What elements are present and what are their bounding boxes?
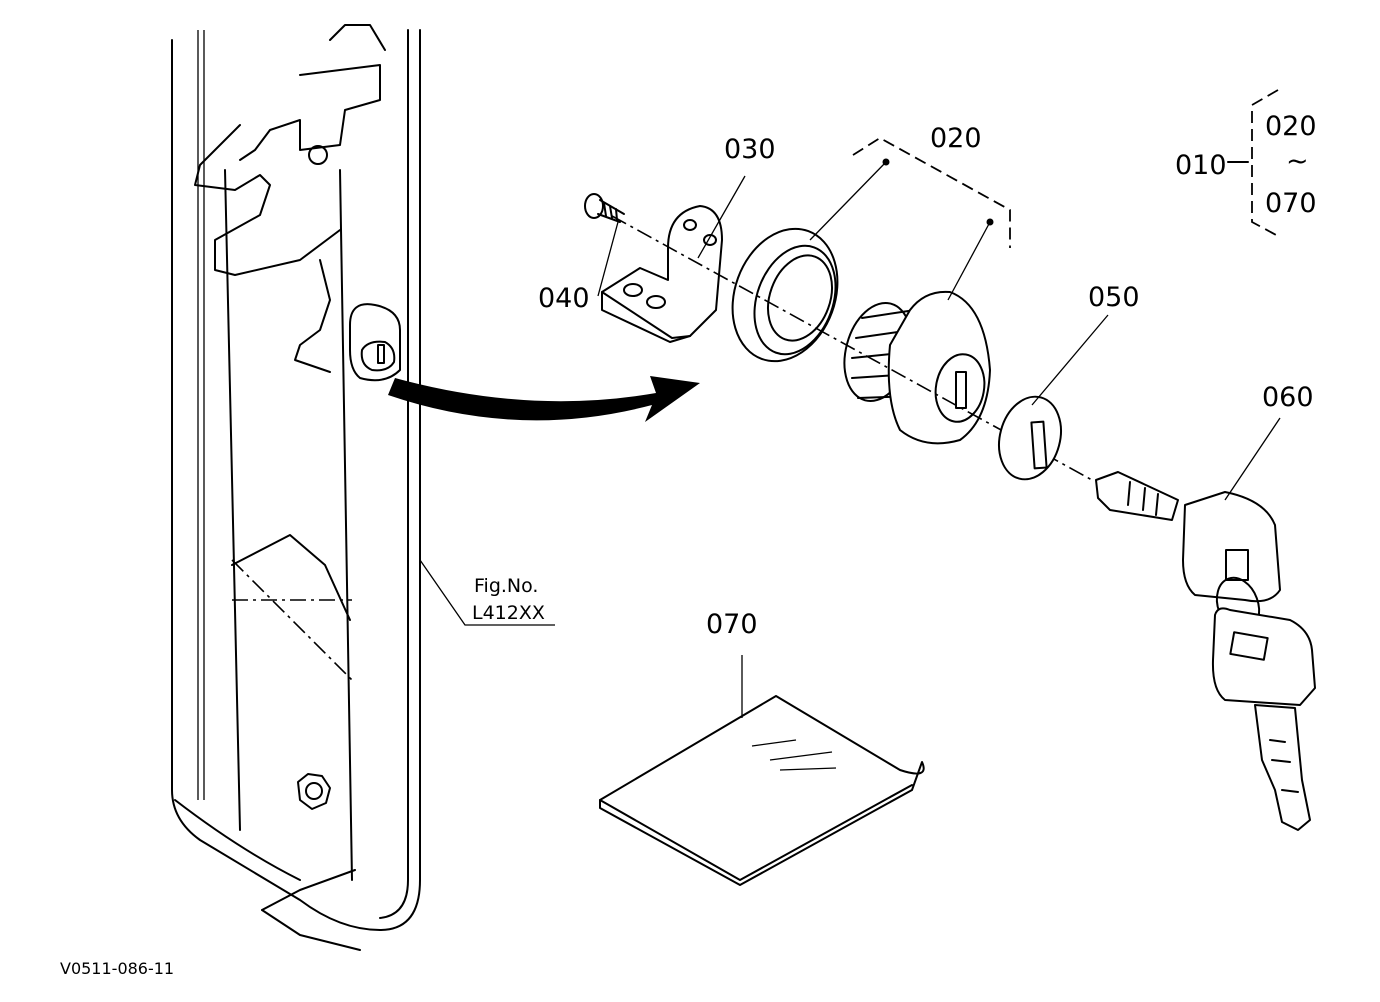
- range-to: 070: [1265, 188, 1317, 219]
- part-050-dust-cap: [998, 395, 1062, 481]
- label-030: 030: [724, 134, 776, 165]
- label-060: 060: [1262, 382, 1314, 413]
- label-040: 040: [538, 283, 590, 314]
- leader-lines: [597, 89, 1281, 718]
- figure-caption-line2: L412XX: [472, 602, 545, 624]
- drawing-code: V0511-086-11: [60, 959, 174, 978]
- label-010: 010: [1175, 150, 1227, 181]
- range-separator: ~: [1286, 146, 1309, 177]
- figure-caption-line1: Fig.No.: [474, 575, 538, 597]
- part-060-keys: [1095, 471, 1316, 831]
- label-020: 020: [930, 123, 982, 154]
- door-frame: [171, 24, 421, 951]
- curved-arrow-icon: [388, 376, 700, 422]
- part-070-manual: [599, 695, 925, 886]
- part-020-lock-cylinder: [843, 290, 991, 445]
- label-070: 070: [706, 609, 758, 640]
- figure-leader-line: [419, 559, 555, 626]
- part-030-bracket: [601, 205, 723, 343]
- part-020-ring-nut: [731, 227, 839, 363]
- part-040-screw: [584, 193, 625, 223]
- label-050: 050: [1088, 282, 1140, 313]
- range-from: 020: [1265, 111, 1317, 142]
